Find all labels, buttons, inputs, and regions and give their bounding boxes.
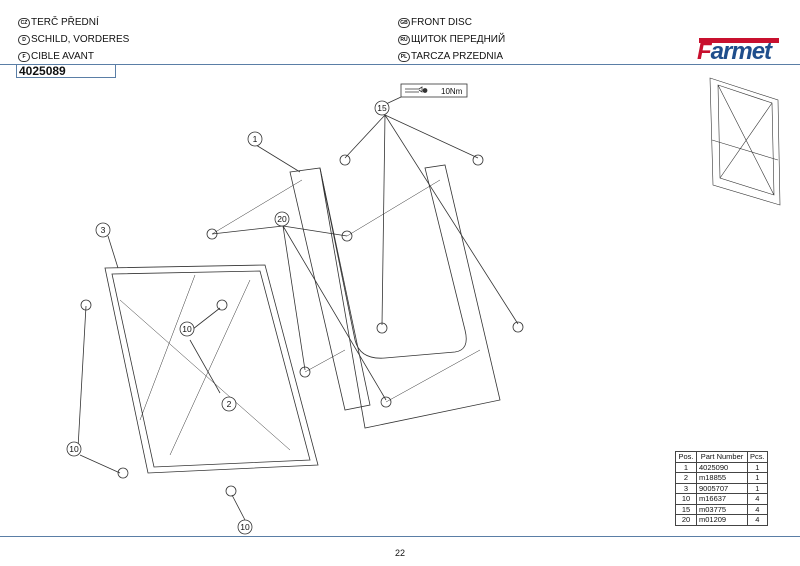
title-text: TERČ PŘEDNÍ	[31, 17, 99, 28]
lang-cz-icon: CZ	[18, 17, 30, 28]
plate-1	[319, 164, 501, 429]
plate-1-left	[289, 167, 371, 411]
cell: 1	[747, 472, 768, 484]
cell: m18855	[696, 472, 748, 484]
cell: 4025090	[696, 461, 748, 473]
title-text: TARCZA PRZEDNIA	[411, 51, 504, 62]
lang-d-icon: D	[18, 34, 30, 45]
cell: 4	[747, 493, 768, 505]
col-part-number: Part Number	[696, 451, 748, 463]
cell: 20	[675, 514, 697, 526]
callout-15: 15	[377, 103, 387, 113]
assembly-thumbnail	[709, 77, 781, 206]
title-text: CIBLE AVANT	[31, 51, 94, 62]
callout-10: 10	[182, 324, 192, 334]
title-text: ЩИТОК ПЕРЕДНИЙ	[411, 34, 506, 45]
cell: 4	[747, 514, 768, 526]
callout-10: 10	[69, 444, 79, 454]
lang-f-icon: F	[18, 51, 30, 62]
nut-15	[80, 154, 524, 497]
footer-divider	[0, 536, 800, 537]
frame-3	[104, 264, 319, 474]
title-text: FRONT DISC	[411, 17, 472, 28]
cell: 10	[675, 493, 697, 505]
farmet-logo: Farmet	[697, 36, 781, 65]
lang-gb-icon: GB	[398, 17, 410, 28]
torque-box	[400, 83, 468, 98]
col-pcs: Pcs.	[747, 451, 768, 463]
cell: 15	[675, 503, 697, 515]
cell: 9005707	[696, 482, 748, 494]
title-text: SCHILD, VORDERES	[31, 34, 130, 45]
cell: 4	[747, 503, 768, 515]
part-number: 4025089	[16, 64, 116, 78]
cell: 1	[747, 482, 768, 494]
cell: m16637	[696, 493, 748, 505]
page-number: 22	[394, 548, 405, 558]
callout-20: 20	[277, 214, 287, 224]
cell: 3	[675, 482, 697, 494]
header-divider	[0, 64, 800, 65]
cell: m01209	[696, 514, 748, 526]
callout-1: 1	[253, 134, 258, 144]
callout-2: 2	[227, 399, 232, 409]
callout-10: 10	[240, 522, 250, 532]
cell: 1	[747, 461, 768, 473]
cell: 1	[675, 461, 697, 473]
lang-pl-icon: PL	[398, 51, 410, 62]
lang-ru-icon: RU	[398, 34, 410, 45]
bolt-icon	[422, 88, 428, 93]
cell: 2	[675, 472, 697, 484]
wrench-icon	[405, 86, 423, 93]
callout-3: 3	[101, 225, 106, 235]
col-pos: Pos.	[675, 451, 697, 463]
torque-label: 10Nm	[441, 87, 463, 96]
cell: m03775	[696, 503, 748, 515]
